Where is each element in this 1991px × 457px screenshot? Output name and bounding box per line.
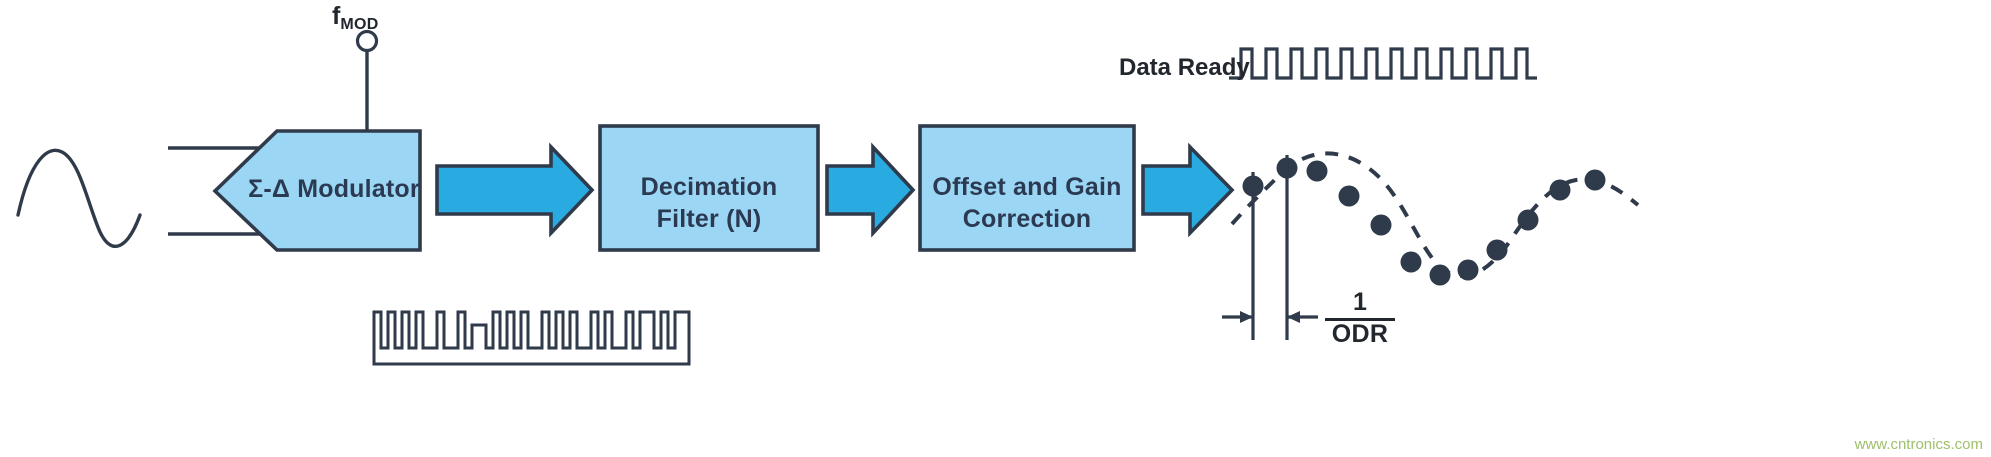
decimation-filter-label: Decimation Filter (N)	[600, 171, 818, 235]
correction-label-line-2: Correction	[962, 205, 1092, 233]
decimation-filter-block[interactable]	[598, 124, 820, 252]
sample-dot	[1486, 239, 1508, 261]
sample-dot	[1338, 185, 1360, 207]
fmod-label-base: f	[332, 2, 341, 30]
sample-dots-group	[1242, 157, 1606, 286]
data-ready-waveform	[1229, 47, 1537, 80]
arrow-corr-to-out	[1141, 142, 1235, 238]
fmod-label-subscript: MOD	[340, 16, 379, 33]
odr-numerator: 1	[1353, 288, 1367, 316]
odr-arrowhead-left	[1240, 311, 1253, 323]
analog-input-sine	[16, 148, 142, 248]
decimation-label-line-1: Decimation	[640, 173, 778, 201]
fmod-label: fMOD	[332, 2, 379, 33]
odr-fraction-bar	[1325, 317, 1395, 321]
bitstream-waveform	[372, 310, 691, 366]
correction-label-line-1: Offset and Gain	[932, 173, 1122, 201]
sample-dot	[1549, 179, 1571, 201]
modulator-block[interactable]	[212, 129, 422, 252]
sample-dot	[1429, 264, 1451, 286]
fmod-pin-circle	[355, 29, 379, 53]
modulator-label-line-1: Σ-Δ Modulator	[248, 175, 420, 203]
watermark: www.cntronics.com	[1854, 436, 1983, 453]
data-ready-label: Data Ready	[1119, 54, 1250, 81]
sample-dot	[1306, 160, 1328, 182]
odr-fraction-label: 1 ODR	[1325, 288, 1395, 348]
arrow-mod-to-dec	[435, 142, 595, 238]
decimation-label-line-2: Filter (N)	[656, 205, 762, 233]
sample-dot	[1457, 259, 1479, 281]
sample-dot	[1584, 169, 1606, 191]
sample-dot	[1370, 214, 1392, 236]
offset-gain-correction-label: Offset and Gain Correction	[920, 171, 1134, 235]
modulator-block-label: Σ-Δ Modulator	[236, 173, 432, 205]
odr-arrowhead-right	[1287, 311, 1300, 323]
sample-dot	[1400, 251, 1422, 273]
sample-dot	[1517, 209, 1539, 231]
odr-denominator: ODR	[1331, 319, 1389, 348]
offset-gain-correction-block[interactable]	[918, 124, 1136, 252]
arrow-dec-to-corr	[825, 142, 916, 238]
